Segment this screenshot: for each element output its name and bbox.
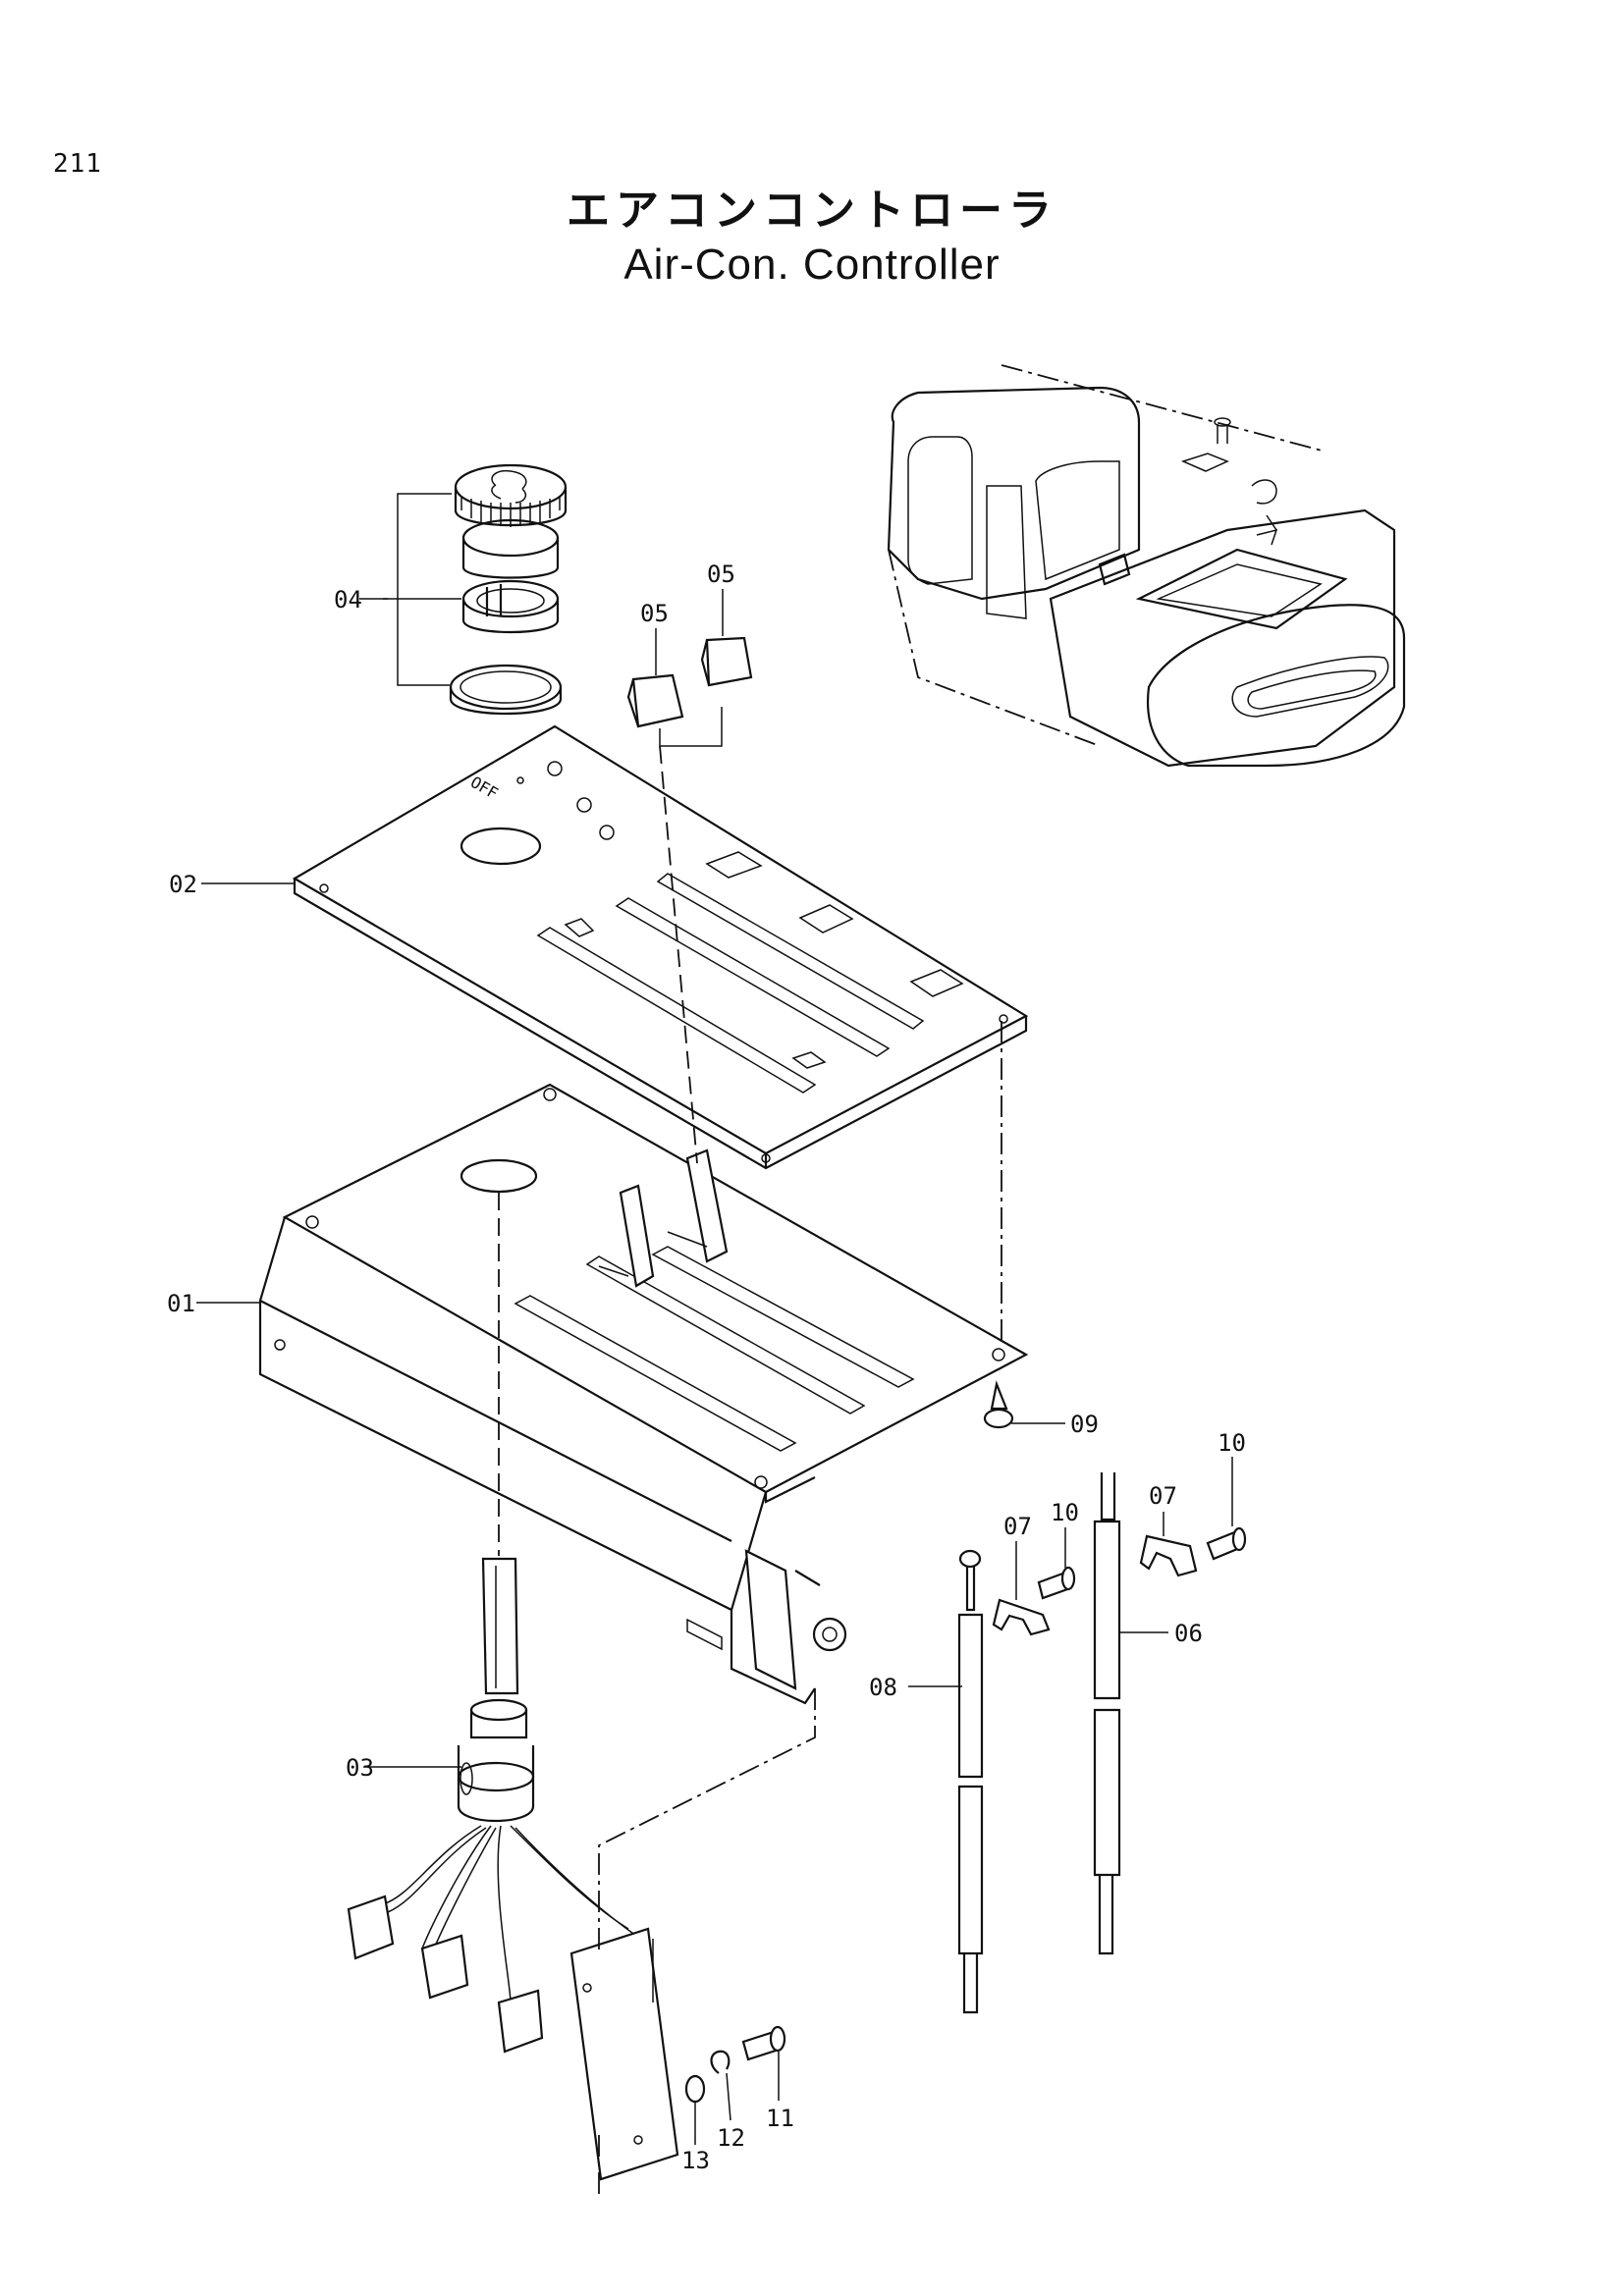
callout-leader-lines: [196, 589, 1233, 2145]
callout-08: 08: [869, 1674, 897, 1701]
callout-10-right: 10: [1218, 1429, 1246, 1457]
title-english: Air-Con. Controller: [623, 240, 1001, 289]
part-08-cable: [957, 1549, 984, 2014]
callout-10-left: 10: [1051, 1499, 1079, 1526]
callout-13: 13: [681, 2147, 710, 2174]
part-02-top-panel: [292, 724, 1029, 1170]
callout-04: 04: [334, 586, 362, 614]
callout-12: 12: [717, 2124, 745, 2152]
callout-02: 02: [169, 871, 197, 898]
callout-05-left: 05: [640, 600, 669, 627]
callout-03: 03: [346, 1754, 374, 1782]
part-03-rotary-switch-harness: [347, 1557, 679, 2181]
title-japanese: エアコンコントローラ: [567, 186, 1057, 236]
excavator-overview-illustration: [887, 364, 1406, 768]
part-06-cable: [1093, 1472, 1121, 1955]
callout-05-right: 05: [707, 561, 735, 588]
part-05-slider-knobs: [626, 636, 753, 747]
page-number: 211: [53, 149, 102, 179]
part-12-lock-washer: [710, 2050, 731, 2074]
part-01-base-housing: [258, 1083, 1029, 1705]
part-10-bolts: [1037, 1526, 1247, 1600]
assembly-guide-lines: [498, 745, 1002, 2194]
part-07-clamps: [992, 1534, 1198, 1636]
callout-07-right: 07: [1149, 1482, 1177, 1510]
part-11-screw: [741, 2025, 786, 2061]
callout-09: 09: [1070, 1411, 1099, 1438]
part-13-washer: [684, 2074, 706, 2104]
part-04-knob-assembly: [383, 463, 568, 716]
callout-06: 06: [1174, 1620, 1203, 1647]
callout-07-left: 07: [1003, 1513, 1032, 1540]
callout-01: 01: [167, 1290, 195, 1317]
part-09-screw: [983, 1380, 1014, 1429]
callout-11: 11: [766, 2105, 794, 2132]
